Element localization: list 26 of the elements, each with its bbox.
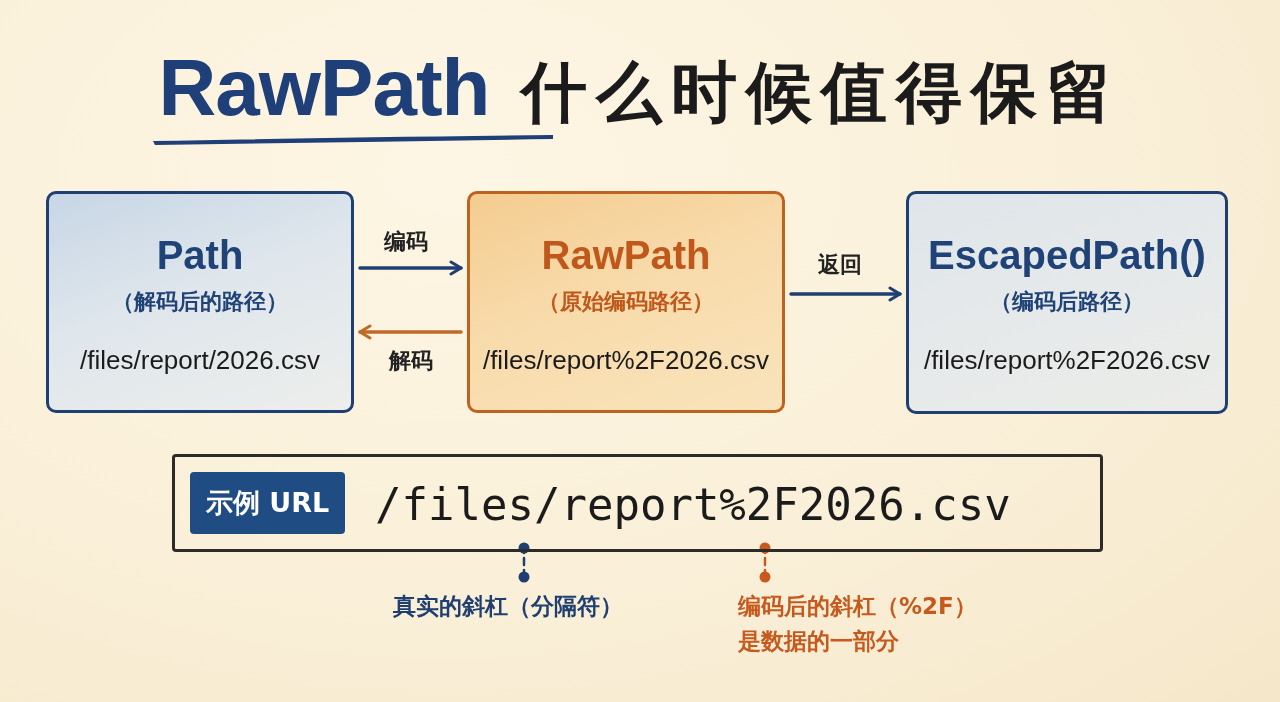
info-card — [46, 191, 354, 413]
annotation-text: 真实的斜杠（分隔符） — [393, 577, 623, 624]
card-subtitle: （编码后路径） — [990, 288, 1144, 316]
info-card — [467, 191, 785, 413]
card-title: Path — [156, 232, 244, 279]
arrow — [358, 260, 463, 276]
path-text: /files/report%2F2026.csv — [482, 344, 770, 377]
title: RawPath 什么时候值得保留 — [158, 46, 1122, 128]
url-text: /files/report%2F2026.csv — [375, 478, 1011, 532]
label-badge: 示例 URL — [190, 472, 345, 534]
edge-label: 编码 — [384, 228, 428, 256]
edge-label: 解码 — [389, 347, 433, 375]
card-subtitle: （原始编码路径） — [538, 288, 714, 316]
arrow — [358, 324, 463, 340]
leader-line — [518, 542, 530, 583]
card-subtitle: （解码后的路径） — [112, 288, 288, 316]
annotation-text: 编码后的斜杠（%2F）是数据的一部分 — [738, 577, 988, 659]
url-bar — [172, 454, 1103, 552]
path-text: /files/report/2026.csv — [80, 344, 320, 377]
info-card — [906, 191, 1228, 414]
path-text: /files/report%2F2026.csv — [923, 344, 1211, 377]
card-title: EscapedPath() — [928, 232, 1206, 279]
edge-label: 返回 — [818, 251, 862, 279]
arrow — [789, 286, 902, 302]
leader-line — [759, 542, 771, 583]
card-title: RawPath — [541, 232, 711, 279]
